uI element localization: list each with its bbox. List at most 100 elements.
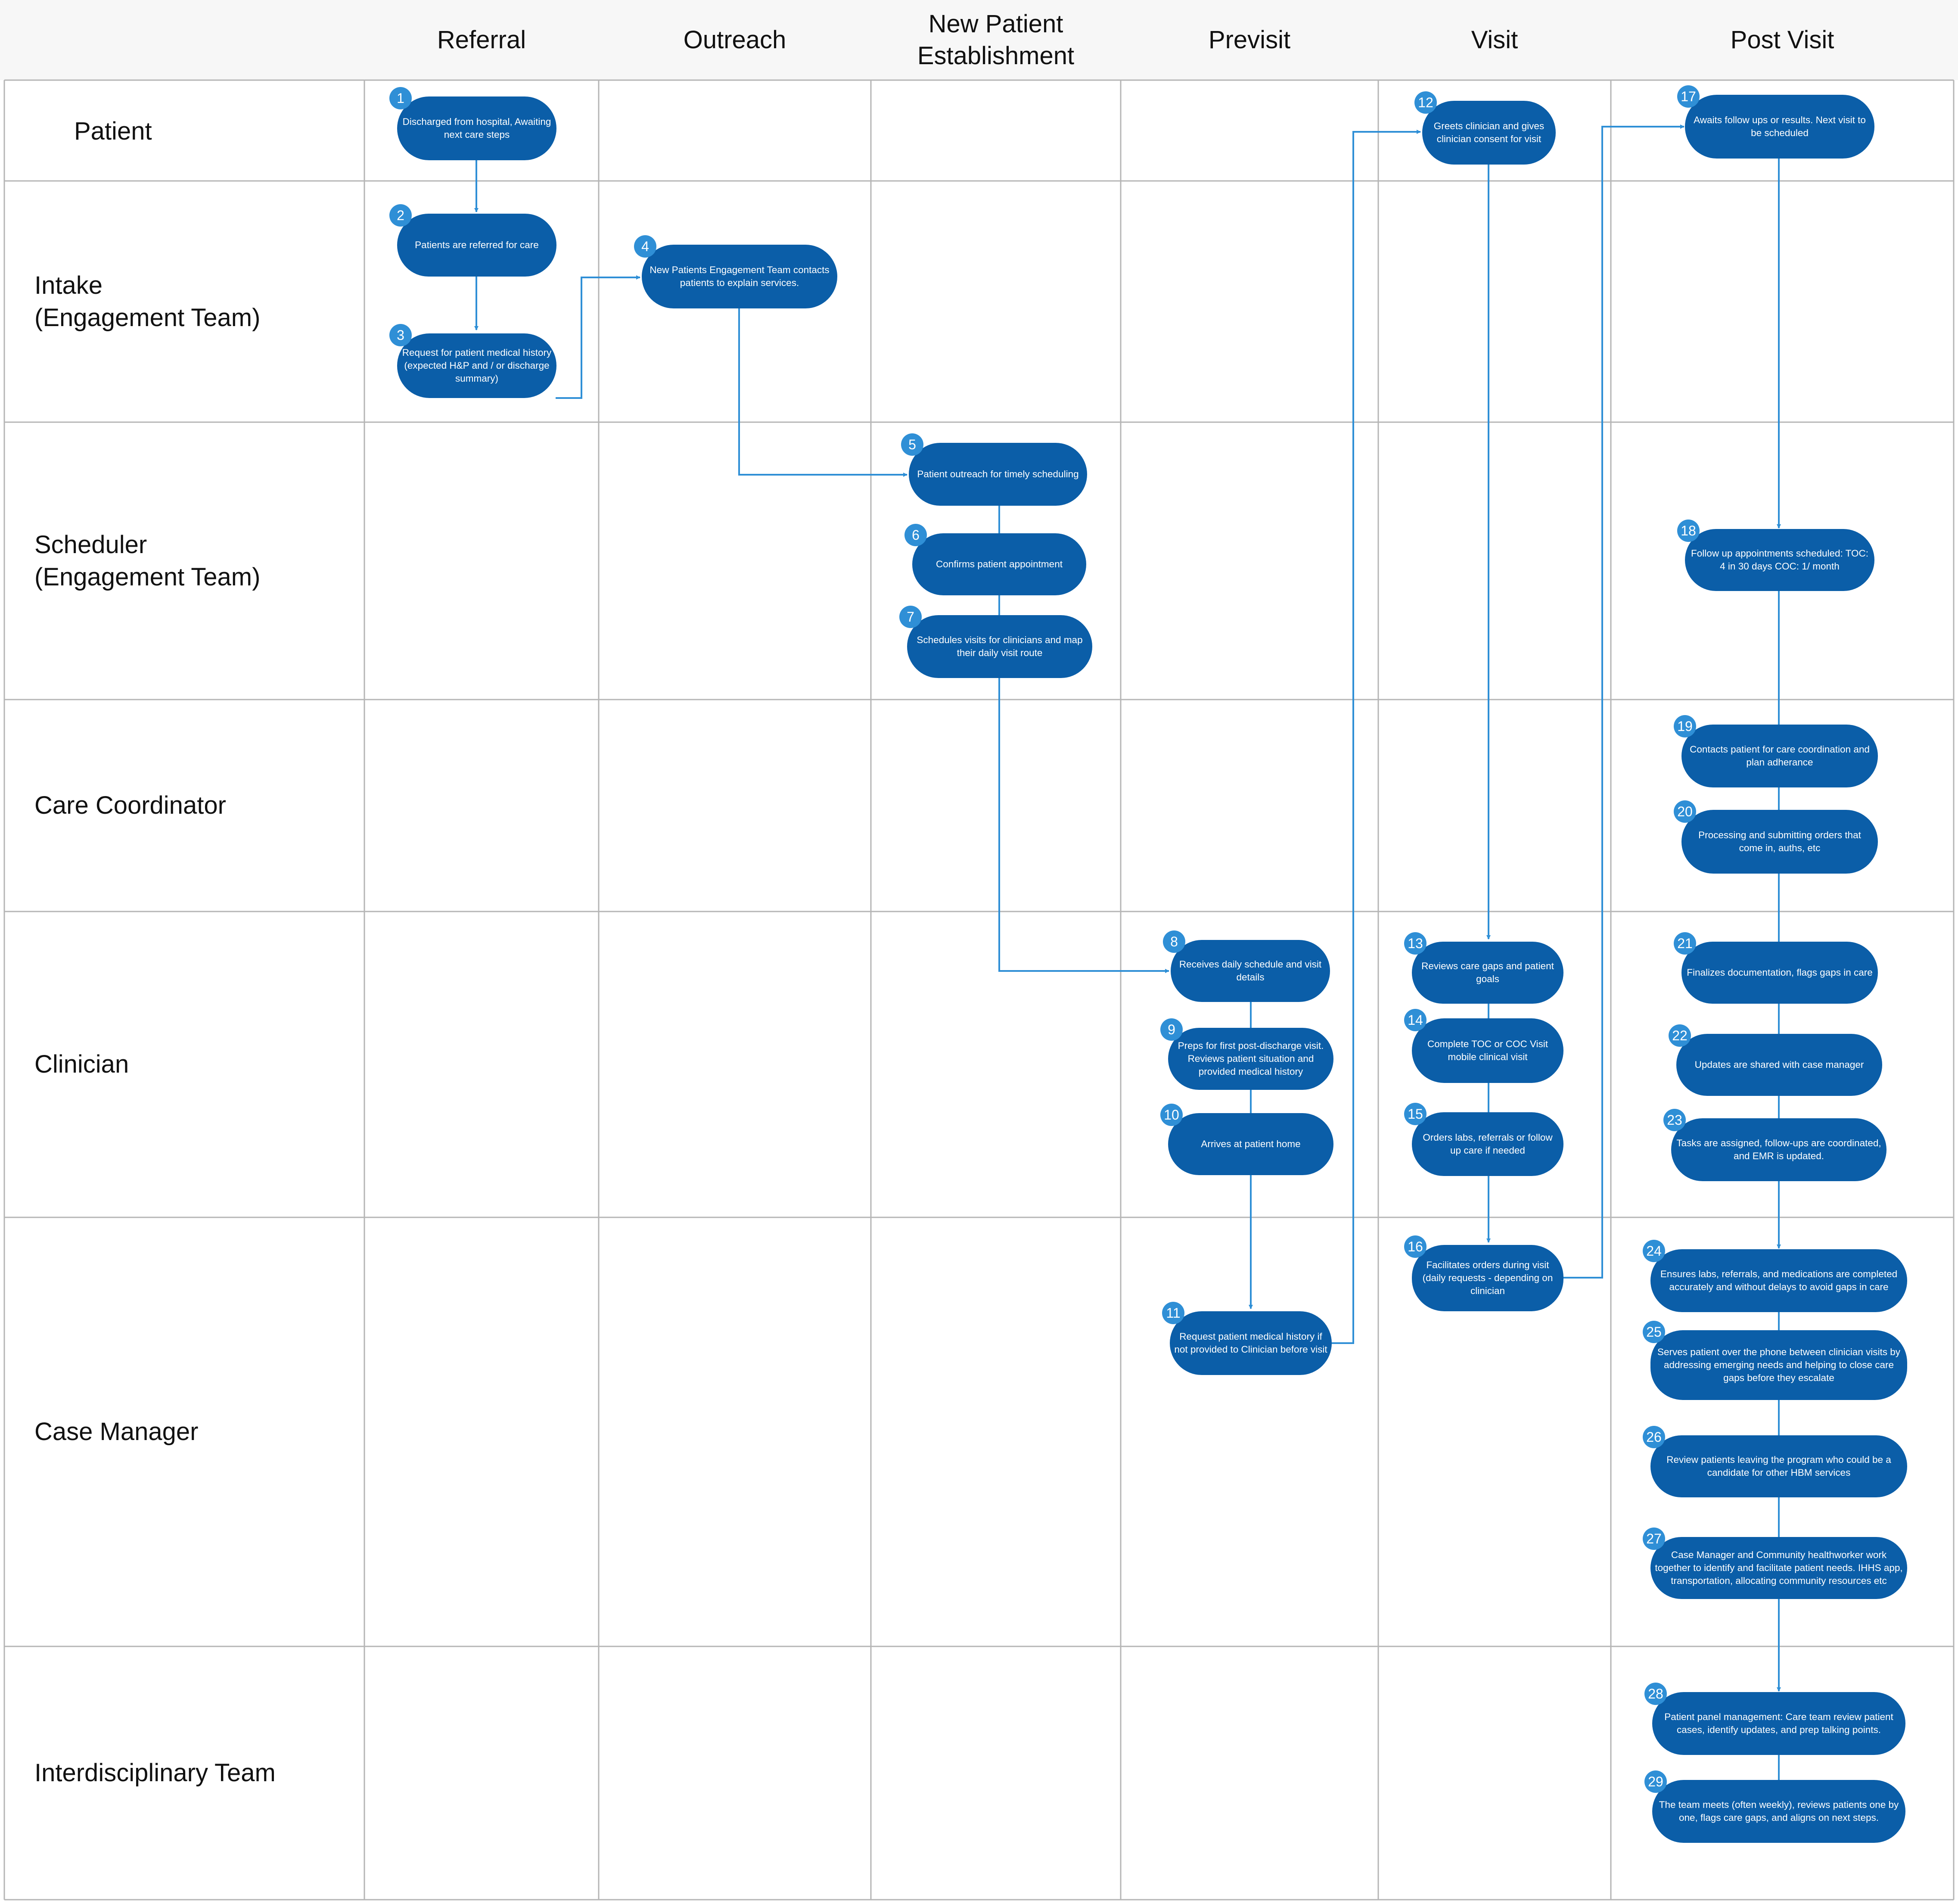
- step-number-badge: 25: [1643, 1321, 1665, 1343]
- step-node-15: 15 Orders labs, referrals or follow up c…: [1404, 1103, 1563, 1176]
- step-node-3: 3 Request for patient medical history (e…: [389, 324, 556, 398]
- step-number-badge: 21: [1674, 932, 1696, 955]
- step-number-badge: 1: [389, 87, 412, 109]
- step-number-badge: 7: [899, 606, 922, 628]
- step-text: Reviews care gaps and patient goals: [1421, 961, 1554, 984]
- connector-16-to-17: [1563, 124, 1685, 1279]
- column-header-outreach: Outreach: [683, 25, 786, 54]
- step-number-badge: 29: [1644, 1770, 1667, 1793]
- column-header-post-visit: Post Visit: [1730, 25, 1834, 54]
- step-node-12: 12 Greets clinician and gives clinician …: [1414, 91, 1556, 165]
- step-node-9: 9 Preps for first post-discharge visit. …: [1160, 1018, 1333, 1090]
- step-number-badge: 26: [1643, 1426, 1665, 1448]
- step-node-20: 20 Processing and submitting orders that…: [1674, 800, 1878, 874]
- step-text: Updates are shared with case manager: [1694, 1059, 1864, 1070]
- step-number-badge: 27: [1643, 1528, 1665, 1550]
- step-node-10: 10 Arrives at patient home: [1160, 1104, 1333, 1175]
- step-number-badge: 20: [1674, 800, 1696, 823]
- step-node-18: 18 Follow up appointments scheduled: TOC…: [1677, 520, 1874, 591]
- step-text: Preps for first post-discharge visit. Re…: [1178, 1040, 1324, 1077]
- step-node-16: 16 Facilitates orders during visit (dail…: [1404, 1235, 1563, 1311]
- connector-4-to-5: [738, 308, 908, 477]
- step-number-badge: 13: [1404, 932, 1427, 955]
- step-text: Confirms patient appointment: [936, 559, 1063, 570]
- step-text: Serves patient over the phone between cl…: [1657, 1347, 1901, 1383]
- step-number-badge: 28: [1644, 1683, 1667, 1705]
- step-text: Facilitates orders during visit (daily r…: [1422, 1260, 1553, 1296]
- step-number-badge: 4: [634, 235, 656, 258]
- step-text: Schedules visits for clinicians and map …: [917, 635, 1083, 658]
- step-text: New Patients Engagement Team contacts pa…: [650, 264, 830, 288]
- step-text: Patients are referred for care: [415, 240, 539, 251]
- step-node-28: 28 Patient panel management: Care team r…: [1644, 1683, 1905, 1755]
- step-text: Greets clinician and gives clinician con…: [1433, 121, 1545, 144]
- lane-label-interdisciplinary-team: Interdisciplinary Team: [34, 1759, 276, 1787]
- step-number-badge: 15: [1404, 1103, 1427, 1125]
- step-number-badge: 18: [1677, 520, 1700, 542]
- step-node-27: 27 Case Manager and Community healthwork…: [1643, 1528, 1907, 1599]
- step-node-29: 29 The team meets (often weekly), review…: [1644, 1770, 1905, 1843]
- step-text: Orders labs, referrals or follow up care…: [1423, 1132, 1553, 1156]
- step-text: Case Manager and Community healthworker …: [1655, 1549, 1903, 1586]
- connector-7-to-8: [998, 678, 1169, 973]
- step-text: Tasks are assigned, follow-ups are coord…: [1676, 1138, 1881, 1161]
- step-text: Follow up appointments scheduled: TOC: 4…: [1691, 548, 1868, 572]
- column-header-band: [0, 0, 1958, 80]
- step-node-11: 11 Request patient medical history if no…: [1162, 1302, 1332, 1375]
- column-header-previsit: Previsit: [1208, 25, 1291, 54]
- step-node-24: 24 Ensures labs, referrals, and medicati…: [1643, 1240, 1907, 1312]
- step-node-7: 7 Schedules visits for clinicians and ma…: [899, 606, 1092, 678]
- step-text: Processing and submitting orders that co…: [1698, 830, 1861, 853]
- step-number-badge: 10: [1160, 1104, 1183, 1126]
- step-number-badge: 14: [1404, 1009, 1427, 1031]
- step-number-badge: 23: [1663, 1109, 1686, 1131]
- step-node-25: 25 Serves patient over the phone between…: [1643, 1321, 1907, 1400]
- step-node-23: 23 Tasks are assigned, follow-ups are co…: [1663, 1109, 1887, 1181]
- lane-label-intake: Intake (Engagement Team): [34, 271, 261, 332]
- step-node-13: 13 Reviews care gaps and patient goals: [1404, 932, 1563, 1004]
- step-text: Review patients leaving the program who …: [1666, 1454, 1891, 1478]
- step-number-badge: 2: [389, 204, 412, 227]
- step-node-21: 21 Finalizes documentation, flags gaps i…: [1674, 932, 1878, 1004]
- step-text: Finalizes documentation, flags gaps in c…: [1687, 967, 1873, 978]
- step-text: Contacts patient for care coordination a…: [1690, 744, 1870, 768]
- lane-label-case-manager: Case Manager: [34, 1418, 199, 1446]
- step-number-badge: 8: [1163, 930, 1185, 953]
- step-text: Patient panel management: Care team revi…: [1664, 1711, 1893, 1735]
- connector-11-to-12: [1332, 130, 1421, 1344]
- step-node-2: 2 Patients are referred for care: [389, 204, 556, 277]
- step-node-4: 4 New Patients Engagement Team contacts …: [634, 235, 837, 308]
- step-text: Arrives at patient home: [1201, 1139, 1301, 1150]
- step-node-8: 8 Receives daily schedule and visit deta…: [1163, 930, 1330, 1002]
- step-text: Request patient medical history if not p…: [1174, 1331, 1327, 1355]
- lane-label-care-coordinator: Care Coordinator: [34, 791, 226, 820]
- step-number-badge: 3: [389, 324, 412, 346]
- connector-3-to-4: [556, 275, 640, 399]
- step-text: The team meets (often weekly), reviews p…: [1659, 1799, 1899, 1823]
- step-text: Receives daily schedule and visit detail…: [1179, 959, 1322, 983]
- lane-label-clinician: Clinician: [34, 1050, 129, 1079]
- step-number-badge: 12: [1414, 91, 1437, 114]
- step-number-badge: 11: [1162, 1302, 1184, 1324]
- step-number-badge: 17: [1677, 85, 1700, 108]
- column-header-new-patient-establishment: New Patient Establishment: [917, 9, 1075, 70]
- step-node-22: 22 Updates are shared with case manager: [1669, 1024, 1882, 1096]
- step-number-badge: 6: [904, 524, 927, 546]
- column-header-visit: Visit: [1471, 25, 1518, 54]
- step-number-badge: 22: [1669, 1024, 1691, 1047]
- step-text: Discharged from hospital, Awaiting next …: [402, 116, 551, 140]
- step-text: Patient outreach for timely scheduling: [917, 469, 1079, 480]
- lane-label-patient: Patient: [74, 117, 152, 146]
- step-node-17: 17 Awaits follow ups or results. Next vi…: [1677, 85, 1874, 159]
- step-node-19: 19 Contacts patient for care coordinatio…: [1674, 715, 1878, 787]
- step-node-14: 14 Complete TOC or COC Visit mobile clin…: [1404, 1009, 1563, 1083]
- step-number-badge: 16: [1404, 1235, 1427, 1258]
- step-number-badge: 9: [1160, 1018, 1183, 1041]
- step-number-badge: 5: [901, 433, 923, 456]
- step-node-6: 6 Confirms patient appointment: [904, 524, 1086, 595]
- step-text: Ensures labs, referrals, and medications…: [1660, 1269, 1898, 1292]
- step-number-badge: 19: [1674, 715, 1696, 737]
